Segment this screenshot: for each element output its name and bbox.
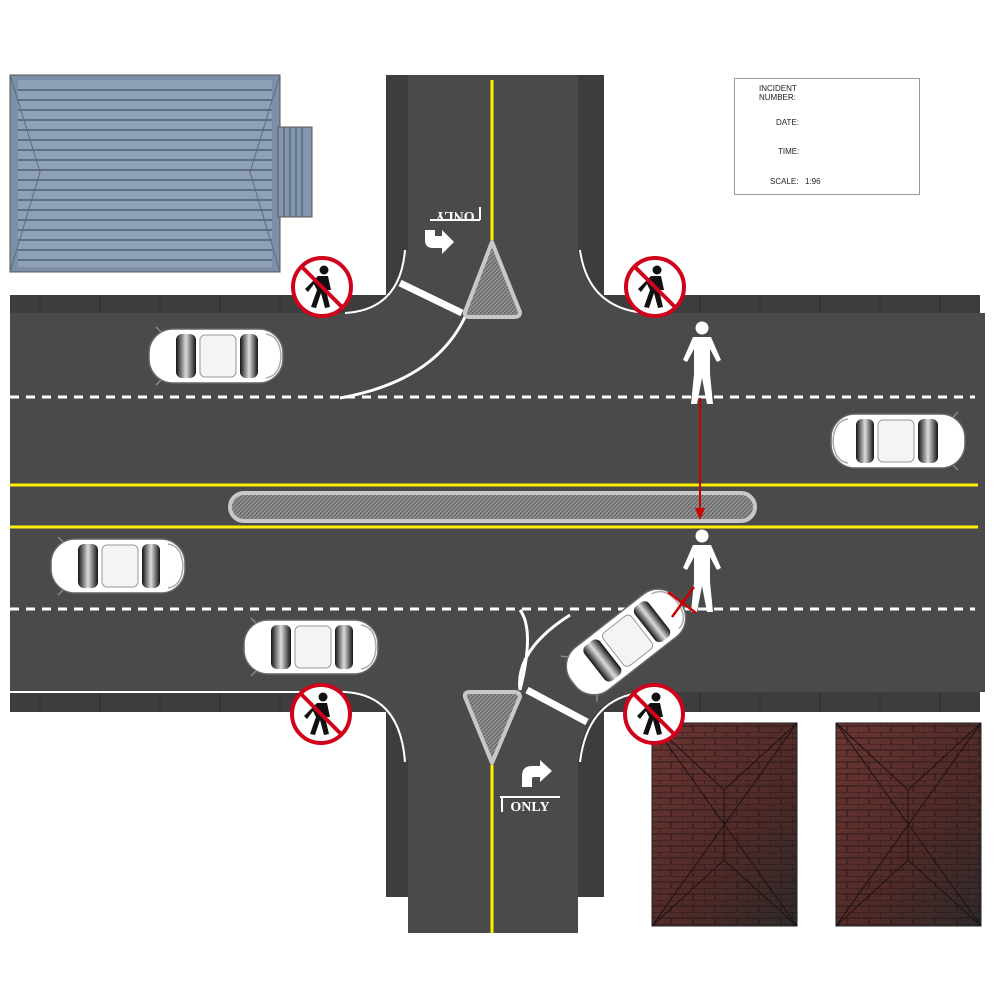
building-roof-icon [9, 74, 313, 273]
incident-number-label-line1: INCIDENT [759, 84, 797, 93]
lane-markings [10, 80, 978, 933]
car-icon [148, 326, 284, 386]
building-roof-icon [651, 722, 798, 927]
median-island-icon [228, 491, 757, 523]
impact-x-icon [667, 586, 697, 618]
pedestrian-travel-arrow [695, 398, 705, 520]
turn-arrow-icon [425, 230, 454, 254]
median-island-icon [462, 690, 522, 765]
north-turn-only-marking: ONLY [425, 207, 481, 254]
south-turn-only-text: ONLY [510, 800, 549, 815]
no-pedestrian-icon [290, 683, 352, 745]
date-label: DATE: [776, 118, 799, 127]
incident-info-box: INCIDENT NUMBER: DATE: TIME: SCALE: 1:96 [734, 78, 920, 195]
building-roof-icon [835, 722, 982, 927]
time-label: TIME: [778, 147, 800, 156]
incident-number-label-line2: NUMBER: [759, 93, 796, 102]
no-pedestrian-icon [291, 256, 353, 318]
no-pedestrian-icon [623, 683, 685, 745]
turn-arrow-icon [522, 760, 552, 787]
sidewalks [10, 75, 980, 897]
car-icon [830, 411, 966, 471]
no-pedestrian-icon [624, 256, 686, 318]
car-icon [243, 617, 379, 677]
scale-value: 1:96 [805, 177, 821, 186]
median-island-icon [462, 240, 522, 319]
south-turn-only-marking: ONLY [500, 760, 560, 815]
scale-label: SCALE: [770, 177, 799, 186]
car-icon [50, 536, 186, 596]
turn-lane-markings [339, 279, 589, 726]
